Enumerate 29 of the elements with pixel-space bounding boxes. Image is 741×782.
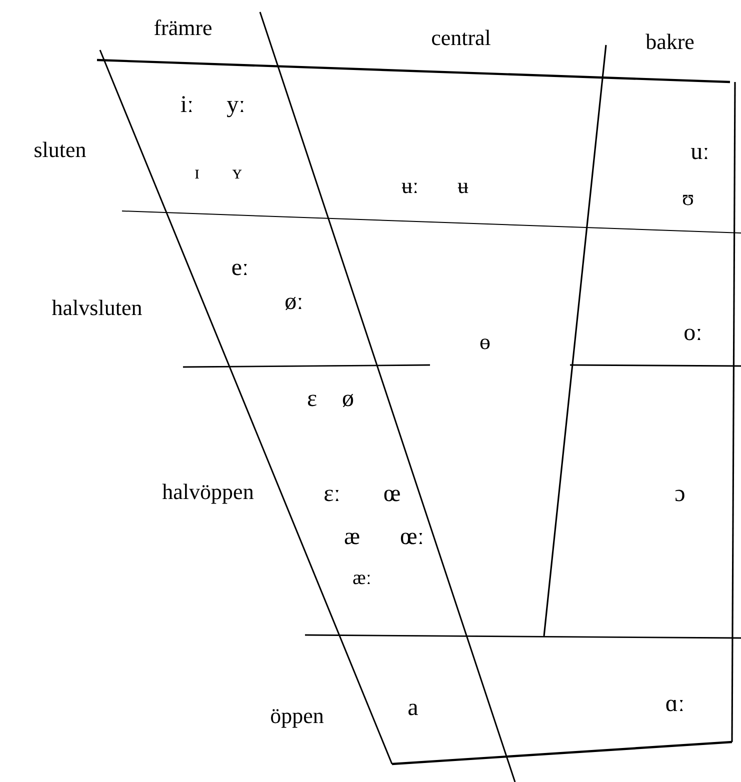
vowel-symbol: oː (684, 321, 702, 345)
vowel-symbol: œː (400, 525, 424, 549)
row-heading: sluten (34, 139, 86, 161)
column-heading: central (431, 27, 491, 49)
vowel-symbol: ɪ (194, 164, 200, 182)
vowel-symbol: ɔ (674, 482, 686, 506)
column-heading: bakre (646, 31, 694, 53)
vowel-symbol: æː (352, 568, 372, 588)
vowel-symbol: iː (180, 93, 194, 117)
row-heading: öppen (270, 705, 324, 727)
vowel-symbol: ɛː (324, 482, 340, 506)
row-heading: halvsluten (52, 297, 142, 319)
vowel-symbol: ɑː (665, 692, 685, 716)
vowel-symbol: ʉ (458, 175, 468, 197)
vowel-symbol: ʊ (682, 187, 694, 209)
row-heading: halvöppen (162, 481, 254, 503)
vowel-symbol: ø (342, 387, 354, 411)
vowel-symbol: æ (344, 525, 360, 549)
vowel-symbol: ɛ (306, 387, 318, 411)
vowel-symbol: a (408, 696, 418, 720)
vowel-symbol: uː (690, 140, 710, 164)
column-heading: främre (154, 17, 212, 39)
vowel-symbol: ʏ (232, 164, 242, 182)
vowel-symbol: yː (226, 93, 246, 117)
vowel-symbol: œ (383, 482, 401, 506)
vowel-symbol: eː (231, 256, 249, 280)
vowel-symbol: ʉː (401, 175, 419, 197)
vowel-symbol: ɵ (480, 331, 490, 353)
vowel-symbol: øː (284, 290, 304, 314)
